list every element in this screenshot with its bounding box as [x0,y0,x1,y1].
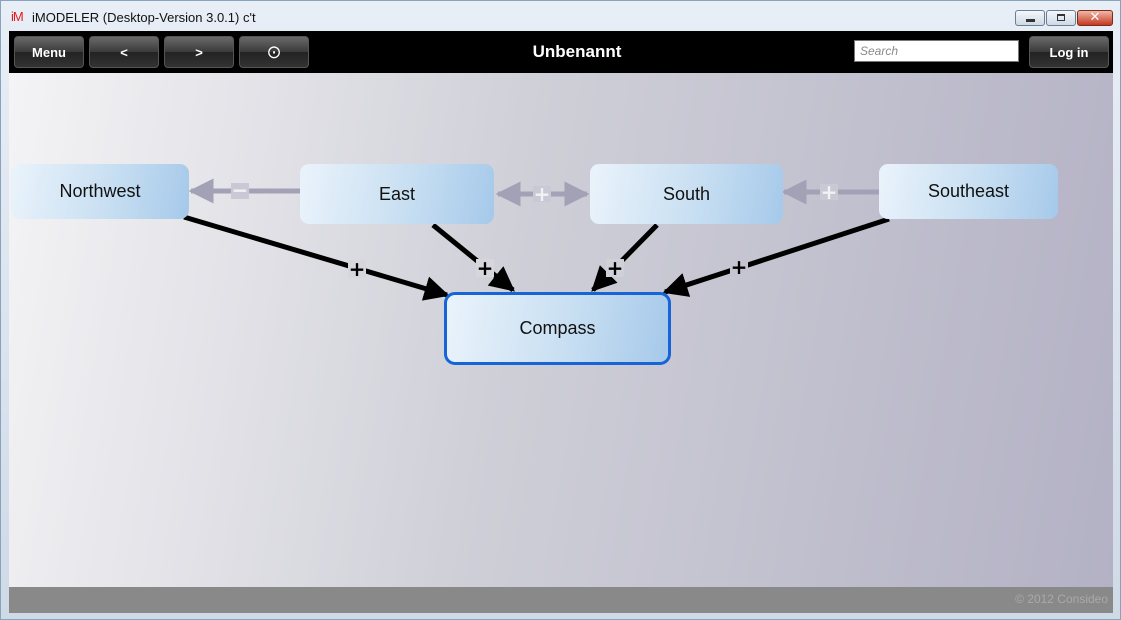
maximize-icon [1057,14,1065,21]
login-button[interactable]: Log in [1029,36,1109,68]
maximize-button[interactable] [1046,10,1076,26]
influence-links: − + + + + [183,178,890,301]
minimize-icon [1026,19,1035,22]
link-east-compass[interactable]: + [431,223,515,292]
link-southeast-south[interactable]: + [781,179,879,205]
link-sign: − [232,178,249,202]
link-sign: + [731,255,748,279]
link-sign: + [349,257,366,281]
link-east-south[interactable]: + [495,181,590,207]
toolbar: Menu < > ⊙ Unbenannt Log in [9,31,1113,73]
title-bar[interactable]: iM iMODELER (Desktop-Version 3.0.1) c't … [1,1,1120,31]
node-northwest[interactable]: Northwest [11,164,189,219]
link-sign: + [534,182,551,206]
window-title: iMODELER (Desktop-Version 3.0.1) c't [32,10,256,25]
link-south-compass[interactable]: + [591,223,659,292]
imodeler-logo-icon: iM [11,9,24,24]
forward-button[interactable]: > [164,36,234,68]
node-compass-focus[interactable]: Compass [444,292,671,365]
back-button[interactable]: < [89,36,159,68]
close-icon: ✕ [1089,10,1101,25]
model-canvas[interactable]: − + + + + [9,73,1113,587]
link-sign: + [607,256,624,280]
status-footer: © 2012 Consideo [9,587,1113,613]
node-east[interactable]: East [300,164,494,224]
minimize-button[interactable] [1015,10,1045,26]
node-southeast[interactable]: Southeast [879,164,1058,219]
link-sign: + [477,256,494,280]
link-sign: + [821,180,838,204]
search-input[interactable] [854,40,1019,62]
link-northwest-compass[interactable]: + [183,214,450,301]
model-title: Unbenannt [532,42,622,61]
target-focus-button[interactable]: ⊙ [239,36,309,68]
close-button[interactable]: ✕ [1077,10,1113,26]
link-southeast-compass[interactable]: + [662,216,890,297]
link-east-northwest[interactable]: − [188,178,300,204]
node-south[interactable]: South [590,164,783,224]
copyright-text: © 2012 Consideo [1015,592,1108,606]
menu-button[interactable]: Menu [14,36,84,68]
